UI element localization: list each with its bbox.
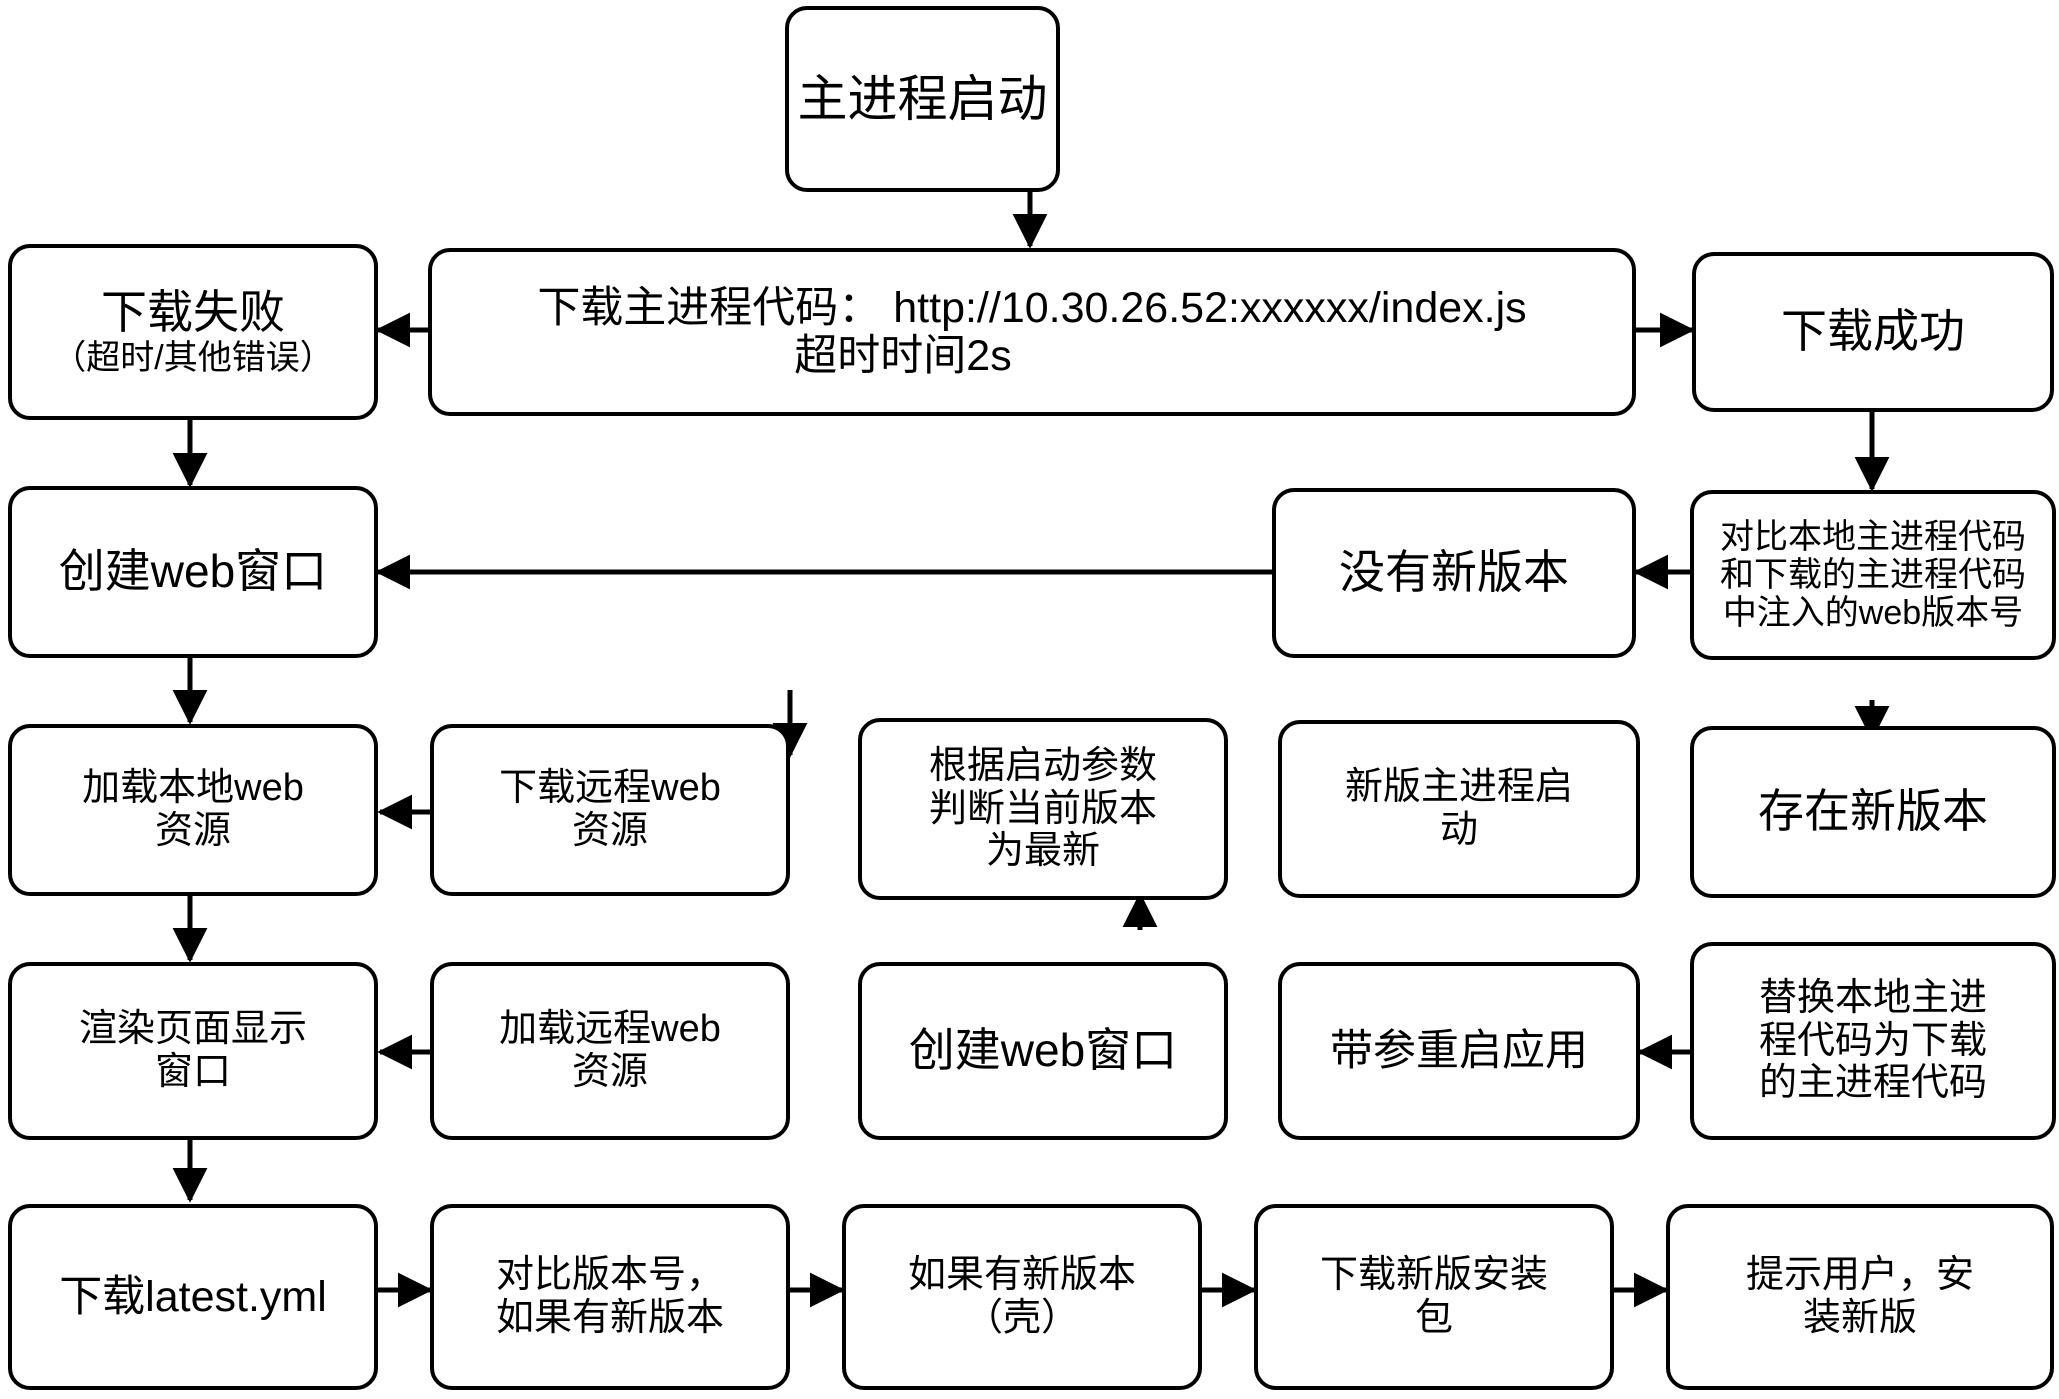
node-label-line1: 对比本地主进程代码: [1720, 517, 2026, 556]
node-label-line2: 资源: [154, 810, 231, 852]
node-no-new-version[interactable]: 没有新版本: [1272, 488, 1636, 658]
node-download-new-installer[interactable]: 下载新版安装 包: [1254, 1204, 1614, 1390]
node-label-line2: 超时时间2s: [794, 332, 1012, 380]
node-label: 主进程启动: [797, 71, 1048, 127]
node-label-line2: 判断当前版本: [928, 787, 1157, 830]
node-label-line2: 和下载的主进程代码: [1720, 555, 2026, 594]
node-label-line1: 如果有新版本: [907, 1254, 1136, 1297]
node-label-line2: 资源: [571, 810, 648, 852]
node-label-line1: 加载本地web: [82, 767, 304, 810]
node-load-local-web-res[interactable]: 加载本地web 资源: [8, 724, 378, 896]
node-label: 没有新版本: [1339, 546, 1569, 599]
node-label-line3: 为最新: [985, 830, 1100, 873]
node-label-line2: （壳）: [964, 1297, 1079, 1339]
node-compare-version-number[interactable]: 对比版本号， 如果有新版本: [430, 1204, 790, 1390]
node-label-line2: 资源: [571, 1051, 648, 1093]
node-compare-web-version[interactable]: 对比本地主进程代码 和下载的主进程代码 中注入的web版本号: [1690, 490, 2056, 660]
node-label-line1: 根据启动参数: [928, 745, 1157, 788]
node-label-line1: 下载主进程代码： http://10.30.26.52:xxxxxx/index…: [537, 283, 1527, 332]
node-download-latest-yml[interactable]: 下载latest.yml: [8, 1204, 378, 1390]
node-has-new-version[interactable]: 存在新版本: [1690, 726, 2056, 898]
node-label-line1: 提示用户，安: [1745, 1254, 1974, 1297]
node-create-web-window-2[interactable]: 创建web窗口: [858, 962, 1228, 1140]
node-label-line1: 加载远程web: [499, 1008, 721, 1051]
node-label-line1: 替换本地主进: [1758, 977, 1987, 1020]
node-label-line2: 窗口: [154, 1051, 231, 1093]
node-label: 创建web窗口: [58, 545, 328, 598]
node-download-main-code[interactable]: 下载主进程代码： http://10.30.26.52:xxxxxx/index…: [428, 248, 1636, 416]
node-render-page-window[interactable]: 渲染页面显示 窗口: [8, 962, 378, 1140]
node-label: 存在新版本: [1758, 785, 1988, 838]
node-label-line2: 程代码为下载: [1758, 1019, 1987, 1062]
node-sublabel: （超时/其他错误）: [52, 338, 334, 377]
node-label-line2: 如果有新版本: [495, 1297, 724, 1339]
node-label: 下载成功: [1781, 305, 1965, 358]
node-label: 下载失败: [101, 286, 285, 339]
node-load-remote-web-res[interactable]: 加载远程web 资源: [430, 962, 790, 1140]
node-label-line2: 动: [1439, 809, 1478, 851]
node-label-line2: 包: [1414, 1297, 1453, 1339]
node-label-line3: 的主进程代码: [1758, 1062, 1987, 1105]
node-label-line3: 中注入的web版本号: [1722, 594, 2024, 633]
node-download-success[interactable]: 下载成功: [1692, 252, 2054, 412]
node-restart-with-args[interactable]: 带参重启应用: [1278, 962, 1640, 1140]
node-label: 创建web窗口: [908, 1024, 1178, 1077]
node-download-remote-web-res[interactable]: 下载远程web 资源: [430, 724, 790, 896]
node-if-new-shell-version[interactable]: 如果有新版本 （壳）: [842, 1204, 1202, 1390]
node-label-line1: 新版主进程启: [1344, 766, 1573, 809]
node-label-line2: 装新版: [1802, 1297, 1917, 1339]
node-label-line1: 下载远程web: [499, 767, 721, 810]
node-label-line1: 渲染页面显示: [78, 1008, 307, 1051]
node-label: 下载latest.yml: [59, 1272, 327, 1321]
node-label-line1: 下载新版安装: [1319, 1254, 1548, 1297]
node-create-web-window-1[interactable]: 创建web窗口: [8, 486, 378, 658]
node-main-process-start[interactable]: 主进程启动: [785, 6, 1060, 192]
node-replace-local-main-code[interactable]: 替换本地主进 程代码为下载 的主进程代码: [1690, 942, 2056, 1140]
node-label: 带参重启应用: [1330, 1026, 1588, 1075]
node-label-line1: 对比版本号，: [495, 1254, 724, 1297]
node-download-failed[interactable]: 下载失败 （超时/其他错误）: [8, 244, 378, 420]
node-prompt-user-install[interactable]: 提示用户，安 装新版: [1666, 1204, 2054, 1390]
node-new-main-process-start[interactable]: 新版主进程启 动: [1278, 720, 1640, 898]
node-judge-current-is-latest[interactable]: 根据启动参数 判断当前版本 为最新: [858, 718, 1228, 900]
